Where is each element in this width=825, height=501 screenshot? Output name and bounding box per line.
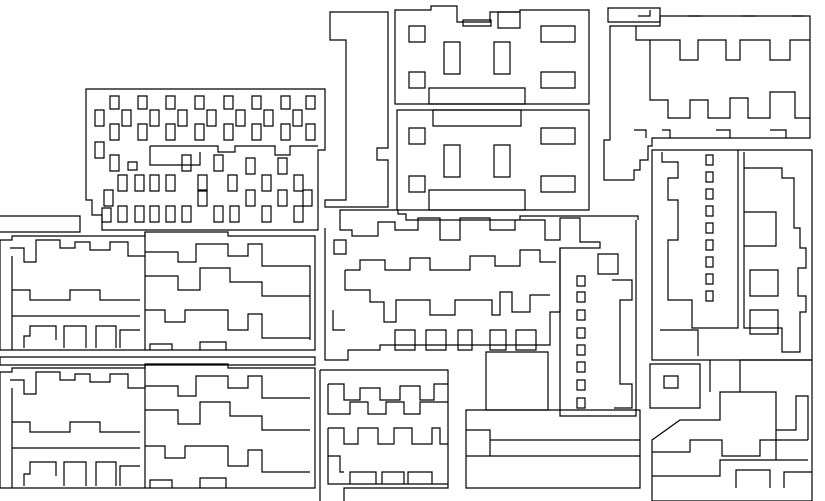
block-top-center-lower bbox=[396, 109, 590, 211]
block-top-left bbox=[85, 88, 326, 231]
inner-units bbox=[10, 364, 310, 488]
wing-marks bbox=[634, 10, 804, 138]
building-outline bbox=[394, 5, 590, 105]
inner-units bbox=[332, 239, 556, 351]
inner-wings bbox=[660, 150, 807, 356]
block-top-right-upper bbox=[603, 7, 811, 181]
building-outline bbox=[485, 351, 549, 411]
building-outline bbox=[651, 359, 813, 501]
building-outline bbox=[0, 215, 316, 351]
inner-units bbox=[327, 383, 448, 485]
divider-road bbox=[0, 356, 316, 366]
window-column bbox=[705, 154, 714, 302]
building-outline bbox=[324, 209, 639, 361]
building-outline bbox=[319, 369, 449, 501]
building-outline bbox=[396, 109, 590, 211]
small-building bbox=[649, 363, 701, 409]
block-center-middle bbox=[324, 209, 639, 417]
block-top-center-upper bbox=[394, 5, 590, 105]
inner-courtyard bbox=[149, 145, 318, 166]
inner-annex bbox=[749, 269, 779, 335]
block-right-bottom bbox=[649, 359, 813, 501]
right-strip bbox=[559, 220, 637, 417]
window-grid bbox=[94, 95, 316, 223]
block-left-row-1 bbox=[0, 215, 316, 351]
small-annex bbox=[607, 7, 661, 23]
block-left-row-2 bbox=[0, 356, 316, 489]
building-outline bbox=[603, 15, 811, 181]
inner-units bbox=[10, 232, 311, 350]
building-center-north bbox=[324, 11, 389, 208]
inner-rooms bbox=[408, 11, 576, 105]
courtyard bbox=[465, 409, 641, 489]
building-outline bbox=[85, 88, 326, 231]
block-center-bottom bbox=[465, 351, 641, 489]
block-center-lower-left bbox=[319, 369, 449, 501]
block-right-long bbox=[651, 149, 813, 361]
building-outline bbox=[324, 11, 389, 208]
inner-wings bbox=[635, 26, 810, 119]
inner-units bbox=[652, 360, 812, 488]
inner-rooms bbox=[408, 109, 576, 211]
building-outline bbox=[0, 363, 316, 489]
